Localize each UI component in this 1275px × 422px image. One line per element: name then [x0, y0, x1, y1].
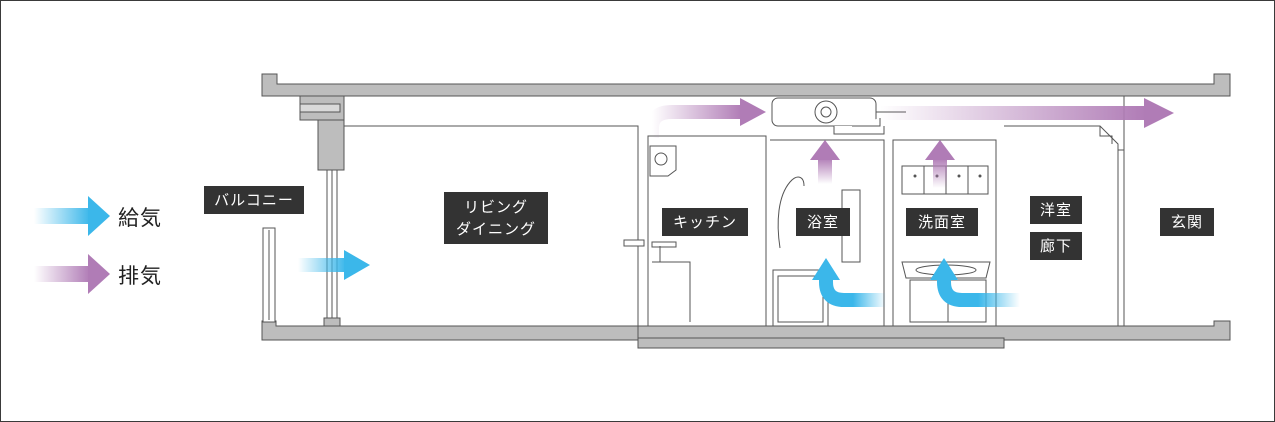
legend-exhaust-arrow: [34, 266, 90, 282]
room-label-kitchen: キッチン: [662, 208, 748, 236]
range-hood: [649, 145, 677, 177]
exhaust-arrow-main: [880, 106, 1146, 120]
room-label-western: 洋室: [1030, 196, 1082, 224]
bath-fixtures: [772, 176, 861, 327]
supply-arrow-washroom: [937, 278, 1020, 307]
exhaust-arrows: [645, 98, 1174, 188]
sink-counter: [652, 261, 691, 322]
exhaust-arrow-bath: [818, 158, 832, 184]
exhaust-arrowhead-main: [1144, 98, 1174, 128]
room-label-balcony: バルコニー: [204, 186, 304, 214]
exhaust-arrowhead-kitchen: [740, 98, 766, 126]
supply-arrows: [298, 250, 1020, 307]
bottom-bump: [637, 337, 1005, 349]
room-label-living-line2: ダイニング: [455, 220, 536, 238]
ventilation-unit: [771, 97, 906, 135]
balcony-window: [262, 95, 345, 327]
supply-arrow-bath: [819, 278, 886, 307]
exhaust-arrow-kitchen: [645, 105, 742, 138]
room-label-living-line1: リビング: [463, 198, 528, 216]
legend-supply-label: 給気: [118, 206, 162, 230]
exhaust-arrow-washroom: [933, 158, 947, 188]
room-label-washroom: 洗面室: [906, 208, 978, 236]
kitchen-fixtures: [623, 145, 691, 322]
bottom-wall: [261, 320, 1231, 341]
legend-exhaust-label: 排気: [118, 264, 162, 288]
outer-walls: [261, 73, 1231, 349]
shower-hose: [777, 176, 805, 249]
room-label-entrance: 玄関: [1160, 208, 1214, 236]
room-label-living: リビング ダイニング: [444, 192, 548, 244]
partitions: [344, 96, 1125, 338]
top-wall: [261, 73, 1231, 97]
supply-arrow-balcony: [298, 258, 346, 272]
room-label-bath: 浴室: [796, 208, 850, 236]
legend-supply-arrow: [34, 208, 90, 224]
room-label-hallway: 廊下: [1030, 232, 1082, 260]
legend-arrows: [34, 196, 110, 294]
